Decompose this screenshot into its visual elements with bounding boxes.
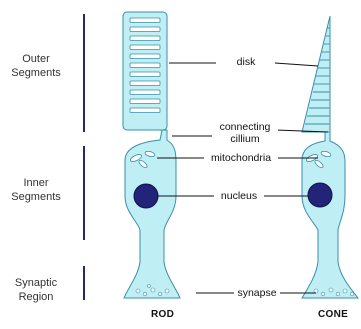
synapse-label: synapse [234, 287, 280, 299]
cone-outer-segment [302, 16, 330, 132]
disk-label: disk [220, 56, 272, 68]
rod-label: ROD [151, 309, 174, 320]
rod-nucleus [134, 184, 158, 208]
mitochondria-label: mitochondria [204, 152, 278, 164]
cone-label: CONE [318, 309, 348, 320]
connecting-cilium-label: connecting cillium [212, 121, 278, 145]
synaptic-region-label: Synaptic Region [0, 276, 72, 304]
outer-segments-label: Outer Segments [0, 52, 72, 80]
nucleus-label: nucleus [214, 190, 264, 202]
cone-nucleus [308, 183, 332, 207]
inner-segments-label: Inner Segments [0, 176, 72, 204]
disk-pointer-cone [275, 63, 318, 66]
